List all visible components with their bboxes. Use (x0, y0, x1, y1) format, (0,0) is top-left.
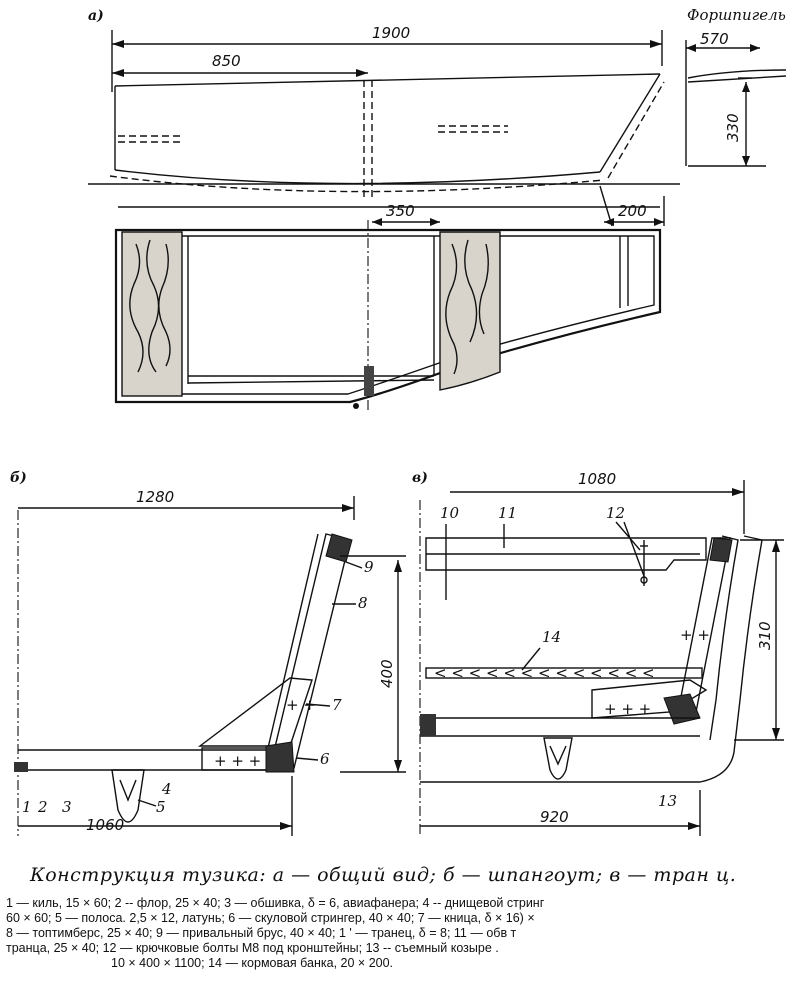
callout-8: 8 (358, 594, 368, 612)
callout-1: 1 (22, 798, 32, 816)
callout-10: 10 (440, 504, 460, 522)
dim-850: 850 (112, 52, 368, 77)
technical-drawing: а) 1900 850 350 (10, 6, 787, 836)
dim-1080-text: 1080 (578, 470, 616, 488)
forshpigel-detail: Форшпигель 570 330 (685, 6, 787, 167)
figure-legend: 1 — киль, 15 × 60; 2 -- флор, 25 × 40; 3… (6, 896, 792, 971)
transom-structure: < < < < < < < < < < < < < + + + + + (420, 535, 763, 783)
dim-310: 310 (734, 539, 784, 741)
gunwale-part-9 (325, 533, 353, 563)
transom-gunwale (709, 537, 733, 563)
hull-top-view (114, 220, 662, 412)
dim-1280-text: 1280 (136, 488, 174, 506)
callout-3: 3 (62, 798, 72, 816)
panel-b-label: б) (10, 470, 27, 486)
legend-line-3: 8 — топтимберс, 25 × 40; 9 — привальный … (6, 926, 517, 940)
callout-11: 11 (498, 504, 517, 522)
callout-9: 9 (364, 558, 374, 576)
dim-920: 920 (420, 790, 701, 836)
transom-knee-marks-2: + + (680, 626, 710, 644)
dim-1080: 1080 (450, 470, 745, 534)
forshpigel-height-text: 330 (724, 113, 742, 142)
dim-350-text: 350 (386, 202, 415, 220)
stern-thwart (439, 231, 501, 391)
callout-14: 14 (542, 628, 561, 646)
transom-knee-marks: + + + (604, 700, 651, 718)
frame-callouts: 1 2 3 4 5 6 7 8 9 (22, 558, 374, 816)
callout-4: 4 (161, 780, 172, 798)
dim-1900-text: 1900 (372, 24, 410, 42)
callout-12: 12 (606, 504, 625, 522)
forward-thwart (121, 231, 183, 397)
dim-920-text: 920 (540, 808, 569, 826)
figure-caption: Конструкция тузика: а — общий вид; б — ш… (30, 864, 737, 886)
dim-400-text: 400 (378, 659, 396, 688)
dim-1900: 1900 (111, 24, 663, 92)
dim-200-text: 200 (618, 202, 647, 220)
panel-a-label: а) (88, 8, 104, 24)
knee-marks: + + + (214, 752, 261, 770)
dim-850-text: 850 (212, 52, 241, 70)
forshpigel-title: Форшпигель (687, 6, 786, 24)
dim-200: 200 (604, 196, 665, 226)
legend-line-4: транца, 25 × 40; 12 — крючковые болты М8… (6, 941, 499, 955)
callout-7: 7 (332, 696, 342, 714)
panel-v-label: в) (412, 470, 428, 486)
stern-seat-14 (425, 667, 703, 679)
callout-5: 5 (156, 798, 166, 816)
callout-2: 2 (37, 798, 48, 816)
seat-arrows: < < < < < < < < < < < < < (434, 664, 655, 682)
chine-stringer-6 (265, 741, 295, 773)
hull-side-view (88, 73, 680, 227)
legend-line-5: 10 × 400 × 1100; 14 — кормовая банка, 20… (111, 956, 394, 970)
knee-marks-2: + + (286, 696, 316, 714)
dim-1060-text: 1060 (86, 816, 124, 834)
frame-structure: + + + + + (14, 533, 353, 823)
callout-13: 13 (658, 792, 677, 810)
dim-1280: 1280 (18, 488, 355, 520)
dim-310-text: 310 (756, 621, 774, 650)
forshpigel-length-text: 570 (700, 30, 729, 48)
dim-1060: 1060 (18, 776, 293, 836)
transom-callouts: 10 11 12 13 14 (440, 504, 677, 810)
dim-350: 350 (118, 202, 660, 226)
legend-line-2: 60 × 60; 5 — полоса. 2,5 × 12, латунь; 6… (6, 911, 535, 925)
legend-line-1: 1 — киль, 15 × 60; 2 -- флор, 25 × 40; 3… (6, 896, 545, 910)
dim-400: 400 (340, 555, 406, 773)
callout-6: 6 (320, 750, 330, 768)
transom-chine (663, 693, 701, 725)
